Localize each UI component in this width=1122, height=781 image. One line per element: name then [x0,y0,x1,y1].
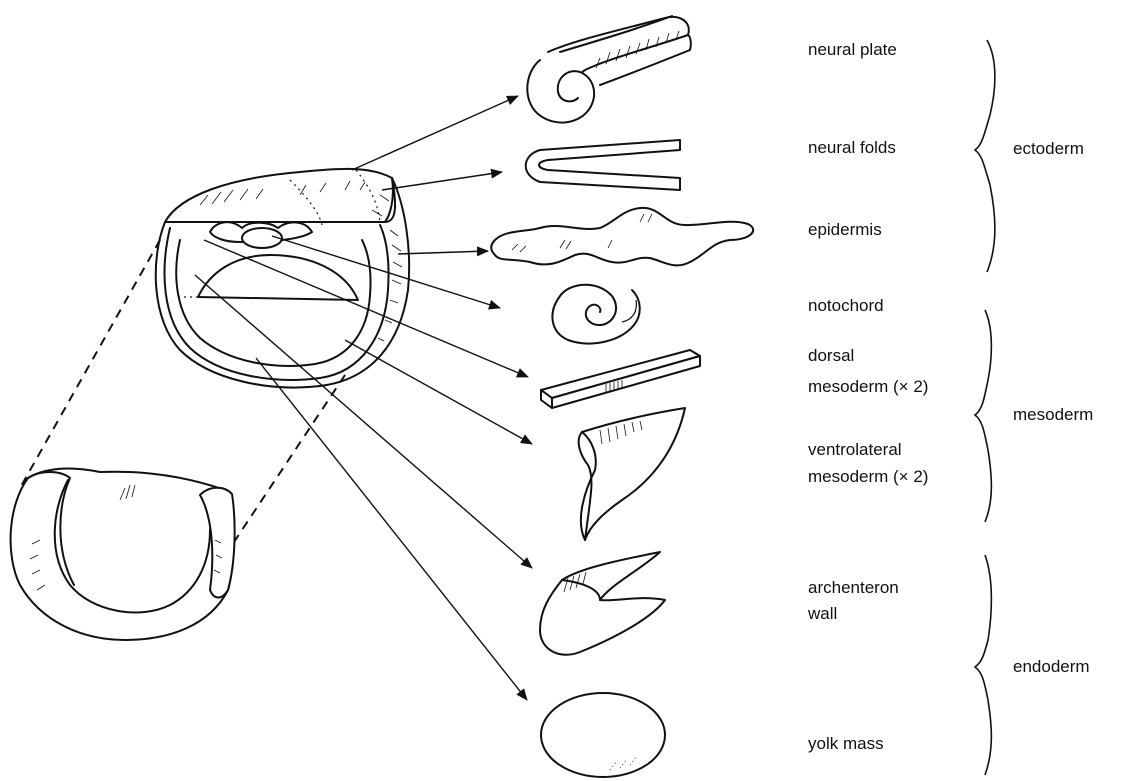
arrow-neural-plate [352,96,518,170]
group-label-mesoderm: mesoderm [1013,405,1093,424]
tissue-pieces [491,16,753,777]
group-label-endoderm: endoderm [1013,657,1090,676]
label-notochord: notochord [808,296,884,315]
arrow-neural-folds [382,172,502,190]
label-dorsal-mesoderm-line1: dorsal [808,346,854,365]
projection-line-right [232,375,345,545]
group-label-ectoderm: ectoderm [1013,139,1084,158]
label-neural-plate: neural plate [808,40,897,59]
piece-neural-plate [527,16,691,123]
embryo-dorsal-surface [165,169,393,224]
label-archenteron-wall-line1: archenteron [808,578,899,597]
group-braces [975,40,995,775]
label-archenteron-wall-line2: wall [807,604,837,623]
piece-neural-folds [526,140,680,190]
group-labels: ectoderm mesoderm endoderm [1013,139,1093,676]
embryo-notochord-section [242,228,282,248]
label-ventrolateral-mesoderm-line1: ventrolateral [808,440,902,459]
arrow-ventrolateral-mesoderm [345,340,532,444]
brace-endoderm [975,555,991,775]
projection-line-left [20,240,160,488]
piece-yolk-mass [541,693,665,777]
piece-notochord [552,285,639,344]
label-dorsal-mesoderm-line2: mesoderm (× 2) [808,377,928,396]
enlarged-slab-drawing [11,469,235,640]
piece-labels: neural plate neural folds epidermis noto… [807,40,928,753]
label-neural-folds: neural folds [808,138,896,157]
piece-epidermis [491,208,753,266]
label-ventrolateral-mesoderm-line2: mesoderm (× 2) [808,467,928,486]
brace-ectoderm [975,40,995,272]
label-epidermis: epidermis [808,220,882,239]
piece-archenteron-wall [540,552,665,655]
brace-mesoderm [975,310,991,522]
piece-ventrolateral-mesoderm [579,408,685,540]
arrow-epidermis [398,251,488,254]
piece-dorsal-mesoderm [541,350,700,408]
label-yolk-mass: yolk mass [808,734,884,753]
